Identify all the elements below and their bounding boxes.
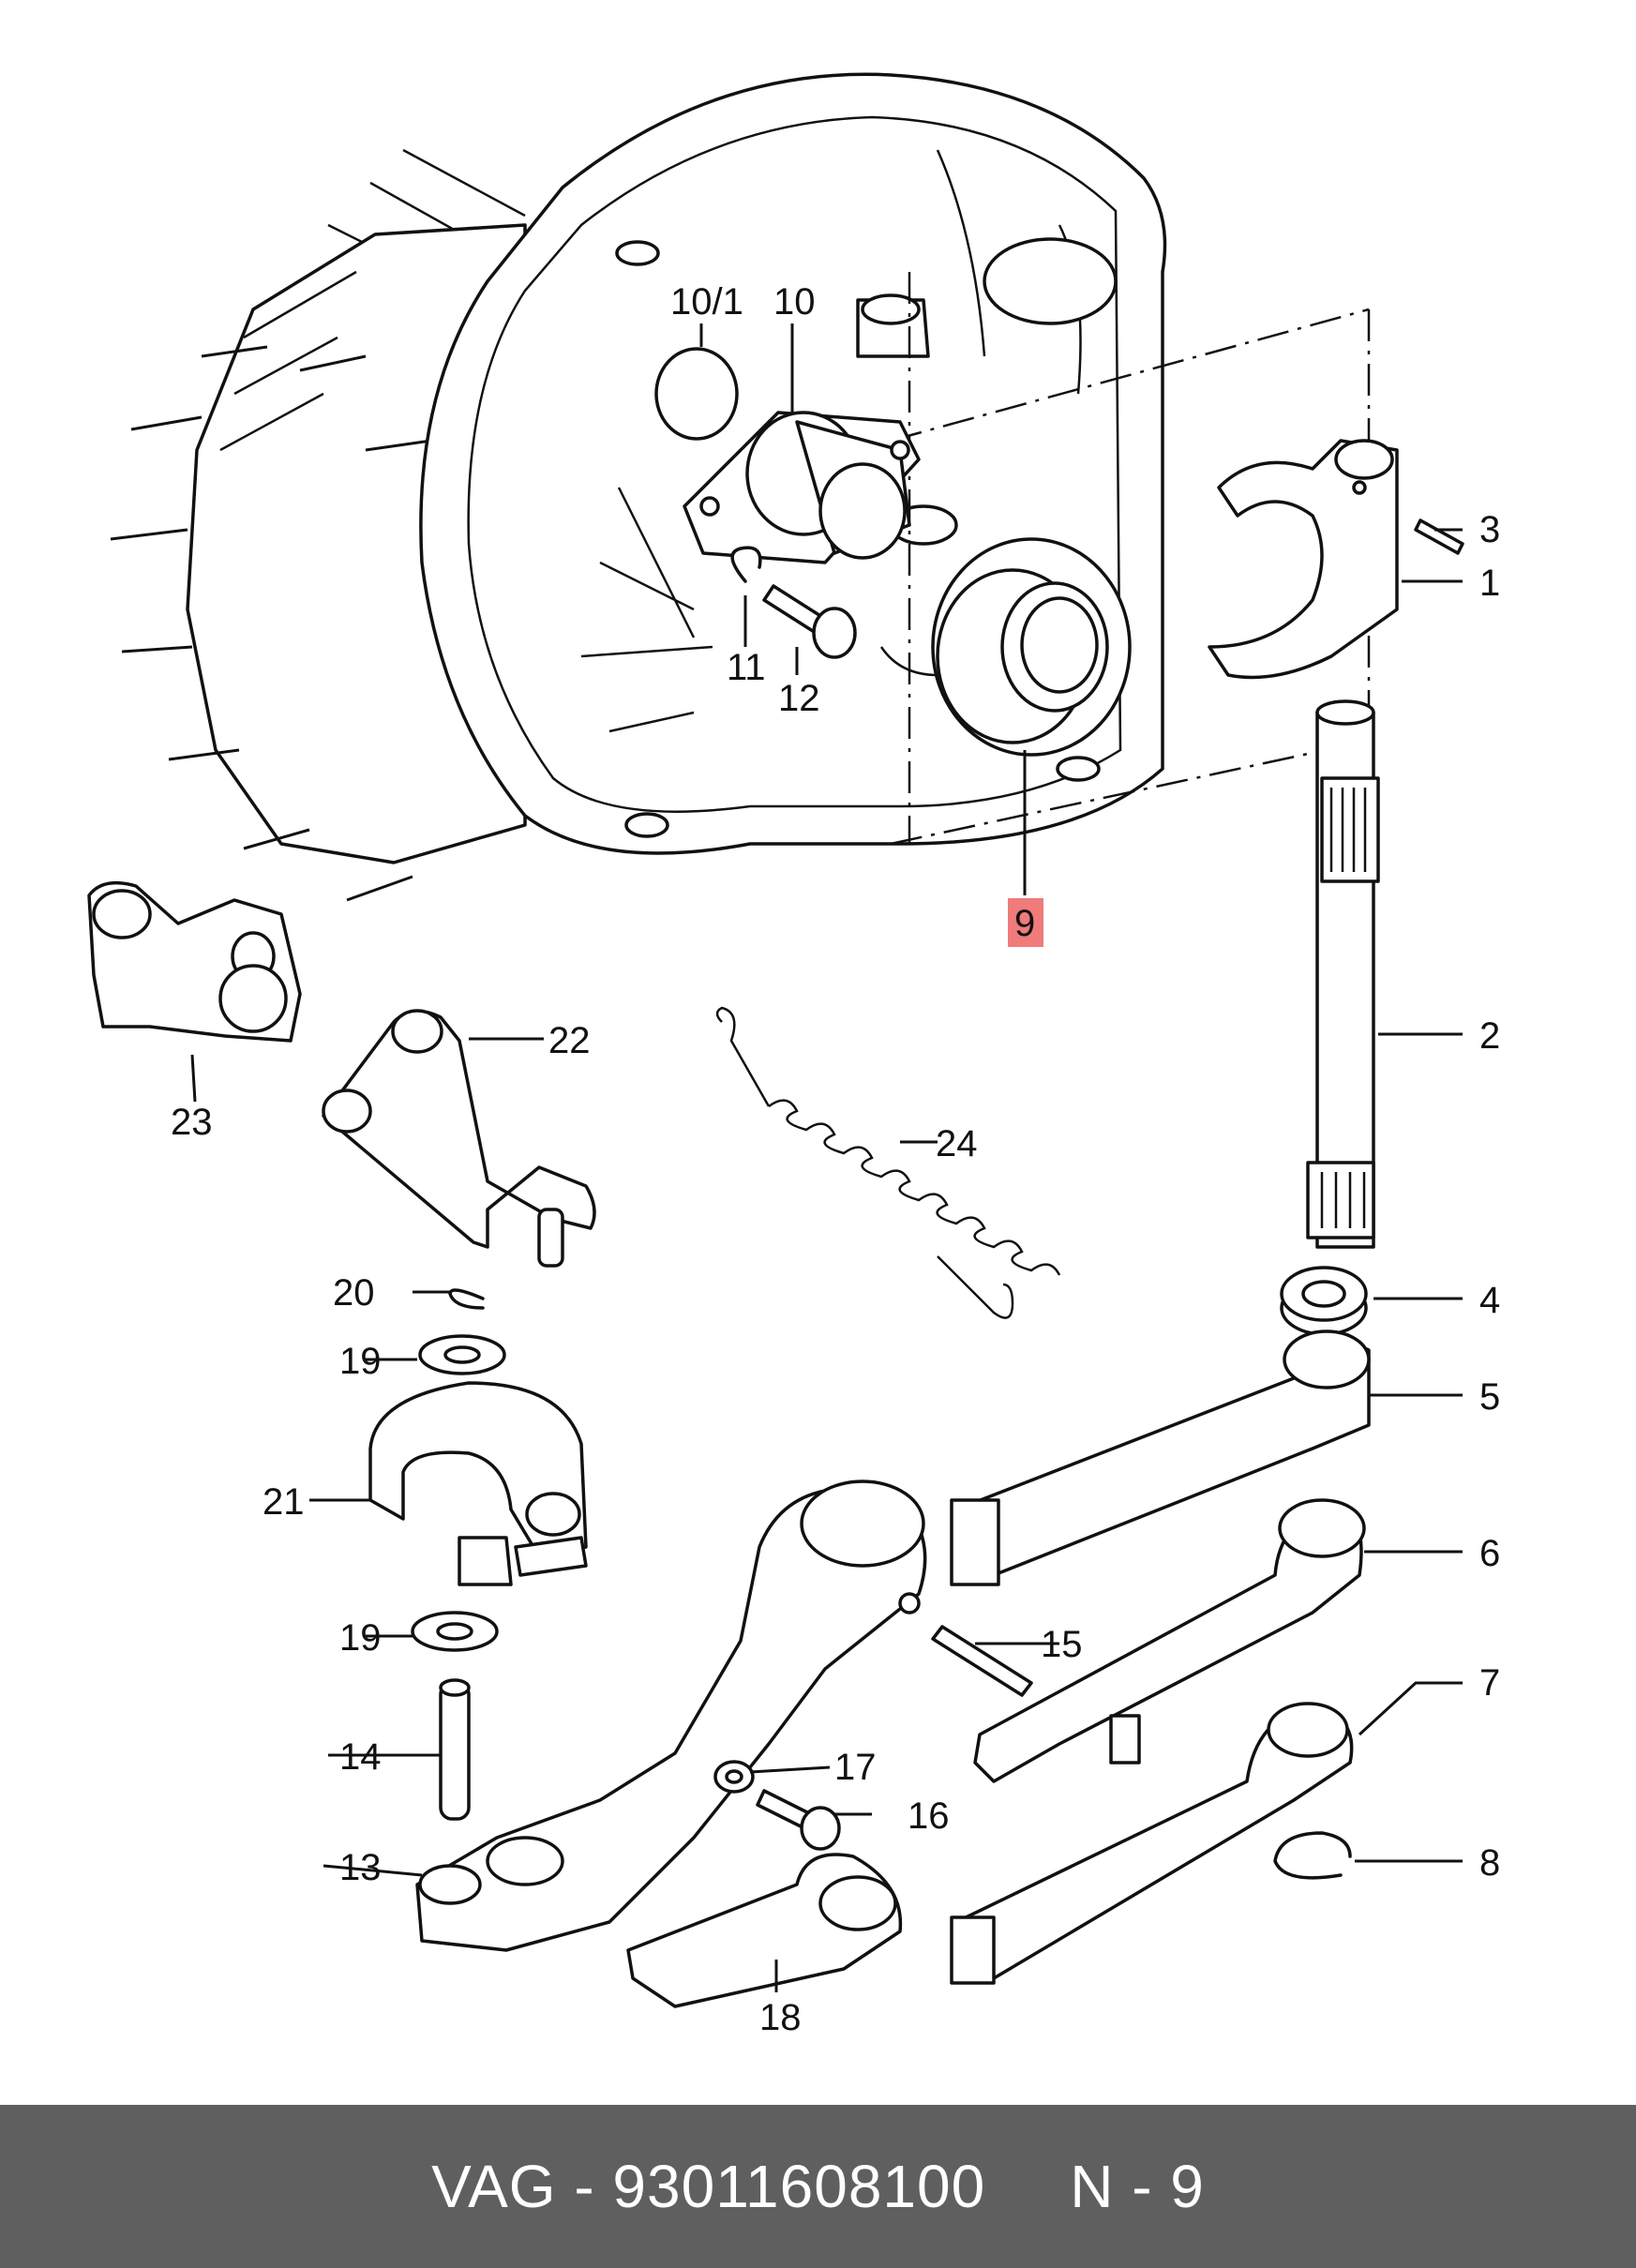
label-10-1: 10/1 xyxy=(670,281,743,323)
label-7: 7 xyxy=(1479,1662,1500,1704)
bracket-part-22 xyxy=(322,1009,596,1268)
washer-part-19-bottom xyxy=(411,1611,499,1652)
label-19-top: 19 xyxy=(339,1341,382,1382)
label-17: 17 xyxy=(834,1747,877,1788)
label-22: 22 xyxy=(548,1020,591,1061)
label-9: 9 xyxy=(1014,903,1035,944)
bolt-part-12 xyxy=(762,584,857,659)
guide-sleeve-part-10 xyxy=(683,411,921,564)
label-14: 14 xyxy=(339,1736,382,1778)
label-16: 16 xyxy=(908,1795,950,1837)
label-18: 18 xyxy=(759,1997,802,2038)
label-21: 21 xyxy=(263,1481,305,1523)
pin-part-3 xyxy=(1414,518,1464,555)
lever-part-18 xyxy=(626,1853,903,2008)
label-9-highlight xyxy=(1008,898,1043,947)
label-10: 10 xyxy=(773,281,816,323)
brand-part-number: VAG - 93011608100 xyxy=(431,2153,986,2220)
leader-lines xyxy=(190,323,1463,1992)
circlip-part-8 xyxy=(1273,1831,1352,1880)
nut-part-17 xyxy=(713,1760,755,1794)
pin-part-14 xyxy=(439,1678,471,1821)
label-2: 2 xyxy=(1479,1015,1500,1057)
footer-bar: VAG - 93011608100 N - 9 xyxy=(0,2105,1636,2268)
o-ring-part-10-1 xyxy=(654,347,739,441)
label-19-bottom: 19 xyxy=(339,1617,382,1659)
label-1: 1 xyxy=(1479,563,1500,604)
label-6: 6 xyxy=(1479,1533,1500,1574)
circlip-part-20 xyxy=(448,1288,485,1310)
label-3: 3 xyxy=(1479,509,1500,550)
label-12: 12 xyxy=(778,678,820,719)
washer-part-19-top xyxy=(418,1334,506,1375)
footer-text: VAG - 93011608100 N - 9 xyxy=(431,2152,1205,2221)
label-13: 13 xyxy=(339,1847,382,1888)
label-15: 15 xyxy=(1041,1624,1083,1665)
release-bearing-part-9 xyxy=(931,537,1132,757)
lever-assembly-part-13 xyxy=(415,1479,927,1952)
label-23: 23 xyxy=(171,1102,213,1143)
label-20: 20 xyxy=(333,1272,375,1314)
shaft-part-2 xyxy=(1306,699,1380,1249)
bushing-part-21 xyxy=(368,1381,588,1586)
label-5: 5 xyxy=(1479,1376,1500,1418)
diagram-position: N - 9 xyxy=(1070,2153,1205,2220)
pin-part-15 xyxy=(931,1625,1033,1697)
part-labels: 1 2 3 4 5 6 7 8 9 10 10/1 11 12 13 14 15… xyxy=(171,281,1500,2038)
label-4: 4 xyxy=(1479,1280,1500,1321)
label-11: 11 xyxy=(727,647,766,688)
circlip-part-11 xyxy=(730,546,762,583)
exploded-parts-diagram: 1 2 3 4 5 6 7 8 9 10 10/1 11 12 13 14 15… xyxy=(87,72,1500,2038)
label-24: 24 xyxy=(936,1123,978,1164)
lever-part-5 xyxy=(950,1329,1371,1586)
lever-part-7 xyxy=(950,1702,1354,1985)
lever-part-6 xyxy=(973,1498,1366,1783)
spring-part-24 xyxy=(715,1006,1061,1319)
label-8: 8 xyxy=(1479,1842,1500,1884)
release-fork-part-1 xyxy=(1208,439,1399,680)
housing-studs xyxy=(110,345,432,902)
bolt-part-16 xyxy=(756,1789,841,1851)
bushing-part-4 xyxy=(1280,1266,1368,1336)
bracket-part-23 xyxy=(87,880,302,1043)
